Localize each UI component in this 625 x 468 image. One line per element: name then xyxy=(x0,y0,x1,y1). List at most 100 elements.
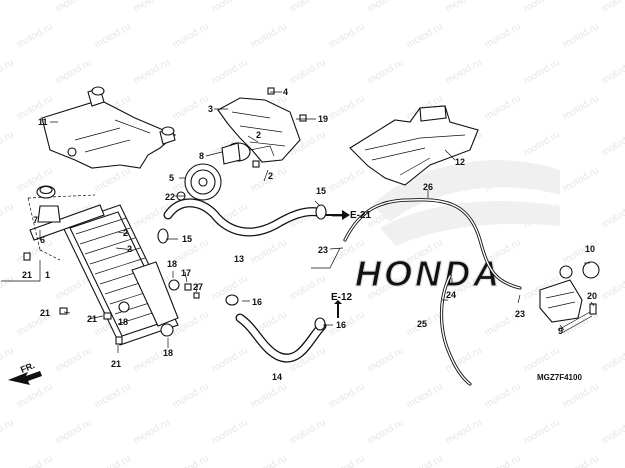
callout-15: 15 xyxy=(316,186,326,196)
hose-clamp[interactable] xyxy=(157,228,169,244)
grommet[interactable] xyxy=(118,301,130,313)
watermark-text: motod.ru xyxy=(327,165,367,194)
callout-10: 10 xyxy=(585,244,595,254)
watermark-text: motod.ru xyxy=(600,0,625,15)
watermark-text: motod.ru xyxy=(288,0,328,15)
watermark-text: motod.ru xyxy=(0,273,16,302)
watermark-text: motod.ru xyxy=(0,129,16,158)
watermark-text: motod.ru xyxy=(0,345,16,374)
cover-plate[interactable] xyxy=(41,86,177,169)
watermark-text: motod.ru xyxy=(522,0,562,15)
callout-12: 12 xyxy=(455,157,465,167)
diagram-code: MGZ7F4100 xyxy=(537,373,582,382)
watermark-text: motod.ru xyxy=(600,345,625,374)
hose-clamp[interactable] xyxy=(315,204,327,220)
watermark-text: motod.ru xyxy=(288,417,328,446)
siphon-tube[interactable] xyxy=(439,274,472,386)
callout-16: 16 xyxy=(336,320,346,330)
watermark-text: motod.ru xyxy=(600,273,625,302)
tank-stay[interactable] xyxy=(557,311,593,335)
screw[interactable] xyxy=(267,87,275,95)
callout-2: 2 xyxy=(268,171,273,181)
radiator[interactable] xyxy=(27,194,179,346)
hose-clamp[interactable] xyxy=(314,317,326,331)
watermark-text: motod.ru xyxy=(561,93,601,122)
bolt[interactable] xyxy=(23,252,31,261)
callout-4: 4 xyxy=(283,87,288,97)
callout-9: 9 xyxy=(558,326,563,336)
bolt[interactable] xyxy=(59,307,68,315)
heat-shield[interactable] xyxy=(349,105,479,186)
reference-e12[interactable] xyxy=(334,300,342,318)
cap-gasket[interactable] xyxy=(37,205,61,223)
callout-13: 13 xyxy=(234,254,244,264)
watermark-text: motod.ru xyxy=(522,345,562,374)
watermark-text: motod.ru xyxy=(171,93,211,122)
callout-5: 5 xyxy=(169,173,174,183)
callout-2: 2 xyxy=(123,228,128,238)
watermark-text: motod.ru xyxy=(93,21,133,50)
watermark-text: motod.ru xyxy=(483,21,523,50)
watermark-text: motod.ru xyxy=(483,453,523,468)
callout-18: 18 xyxy=(163,348,173,358)
callout-3: 3 xyxy=(208,104,213,114)
watermark-text: motod.ru xyxy=(0,417,16,446)
bolt[interactable] xyxy=(103,312,112,320)
reserve-tank[interactable] xyxy=(539,261,600,323)
watermark-text: motod.ru xyxy=(15,453,55,468)
fan-shroud[interactable] xyxy=(217,97,301,163)
callout-27: 27 xyxy=(193,282,203,292)
hose-clamp[interactable] xyxy=(225,294,239,306)
watermark-text: motod.ru xyxy=(561,381,601,410)
nut[interactable] xyxy=(193,292,200,299)
watermark-text: motod.ru xyxy=(327,309,367,338)
watermark-text: motod.ru xyxy=(327,381,367,410)
watermark-text: motod.ru xyxy=(210,417,250,446)
watermark-text: motod.ru xyxy=(600,417,625,446)
watermark-text: motod.ru xyxy=(132,417,172,446)
watermark-text: motod.ru xyxy=(561,165,601,194)
watermark-text: motod.ru xyxy=(54,57,94,86)
watermark-text: motod.ru xyxy=(93,381,133,410)
callout-24: 24 xyxy=(446,290,456,300)
watermark-text: motod.ru xyxy=(561,453,601,468)
callout-16: 16 xyxy=(252,297,262,307)
fan-motor[interactable] xyxy=(221,142,275,165)
callout-18: 18 xyxy=(167,259,177,269)
bolt[interactable] xyxy=(115,336,123,345)
upper-water-hose[interactable] xyxy=(163,198,323,237)
reference-e21[interactable] xyxy=(326,210,350,220)
watermark-text: motod.ru xyxy=(522,129,562,158)
watermark-text: motod.ru xyxy=(444,57,484,86)
screw[interactable] xyxy=(252,160,260,168)
callout-2: 2 xyxy=(127,244,132,254)
honda-watermark: HONDA xyxy=(354,160,560,295)
screw[interactable] xyxy=(299,114,307,122)
overflow-tube[interactable] xyxy=(343,198,522,290)
grommet[interactable] xyxy=(160,323,174,337)
cooling-fan[interactable] xyxy=(184,163,222,201)
watermark-text: motod.ru xyxy=(288,273,328,302)
watermark-text: motod.ru xyxy=(600,57,625,86)
callout-7: 7 xyxy=(33,215,38,225)
radiator-cap[interactable] xyxy=(36,185,56,199)
lower-water-hose[interactable] xyxy=(235,313,327,363)
collar[interactable] xyxy=(184,283,192,291)
watermark-text: motod.ru xyxy=(132,0,172,15)
watermark-text: motod.ru xyxy=(15,21,55,50)
callout-21: 21 xyxy=(111,359,121,369)
callout-21: 21 xyxy=(87,314,97,324)
direction-label: FR. xyxy=(19,360,36,375)
front-direction-arrow xyxy=(8,371,42,385)
watermark-text: motod.ru xyxy=(288,57,328,86)
grommet[interactable] xyxy=(168,279,180,291)
watermark-text: motod.ru xyxy=(171,21,211,50)
watermark-text: motod.ru xyxy=(444,345,484,374)
callout-25: 25 xyxy=(417,319,427,329)
watermark-text: motod.ru xyxy=(444,417,484,446)
callout-1: 1 xyxy=(45,270,50,280)
band[interactable] xyxy=(589,303,597,315)
callout-2: 2 xyxy=(256,130,261,140)
watermark-text: motod.ru xyxy=(249,453,289,468)
